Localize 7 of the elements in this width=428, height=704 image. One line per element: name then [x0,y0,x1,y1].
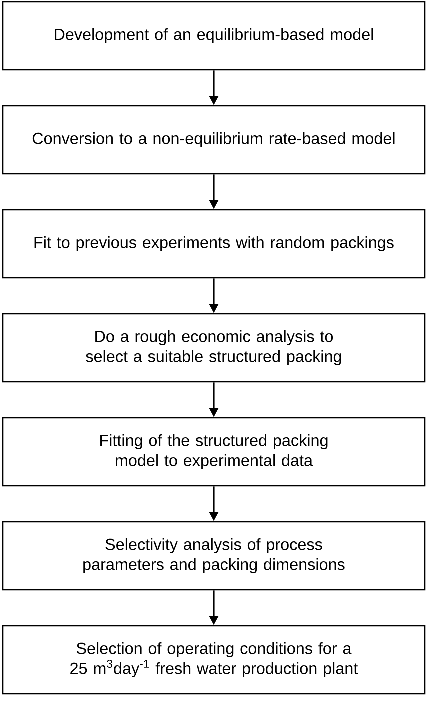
process-box: Fit to previous experiments with random packings [2,209,426,279]
process-box: Selectivity analysis of process parameters and packing dimensions [2,521,426,591]
process-box: Fitting of the structured packing model to experimental data [2,417,426,487]
process-box: Selection of operating conditions for a 25 m$^{3}$day$^{-1}$ fresh water production plant [2,625,426,695]
process-box: Conversion to a non-equilibrium rate-based model [2,105,426,175]
process-box: Development of an equilibrium-based model [2,1,426,71]
process-box: Do a rough economic analysis to select a suitable structured packing [2,313,426,383]
